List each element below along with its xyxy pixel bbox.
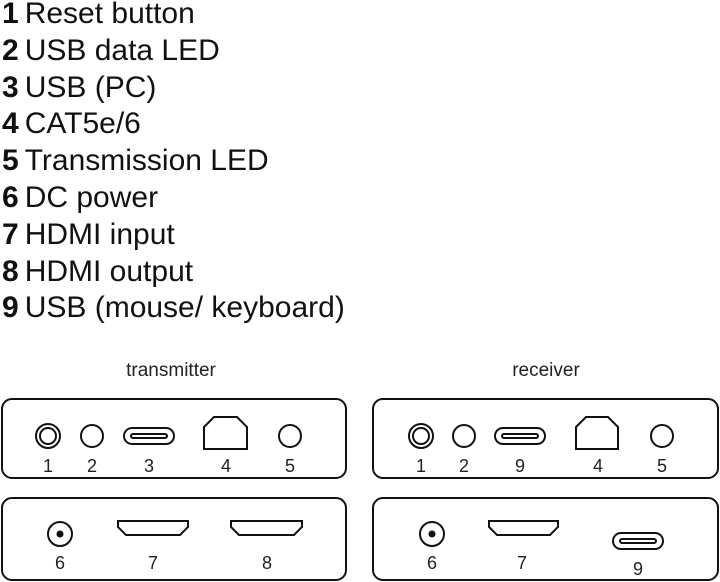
port-label: 6 [55, 553, 65, 573]
legend-text: USB (PC) [24, 70, 157, 104]
dc-power-icon [419, 521, 445, 547]
usb-data-led-icon [452, 424, 476, 448]
port-label: 8 [262, 553, 272, 573]
port-label: 9 [515, 456, 525, 476]
dc-power-icon [47, 521, 73, 547]
usb-c-port-icon [123, 427, 175, 445]
legend-number: 6 [2, 180, 19, 214]
legend-number: 5 [2, 144, 19, 178]
transmission-led-icon [650, 424, 674, 448]
port-label: 6 [427, 553, 437, 573]
reset-button-icon [35, 423, 61, 449]
panel-diagram: transmitter 1 2 3 4 5 6 7 8 receiver 1 2… [1, 360, 719, 581]
rj45-port-icon [203, 416, 248, 450]
port-label: 4 [593, 456, 603, 476]
receiver-back-panel [372, 497, 719, 581]
legend-text: DC power [24, 180, 159, 214]
port-label: 5 [657, 456, 667, 476]
transmission-led-icon [278, 424, 302, 448]
port-label: 3 [144, 456, 154, 476]
port-label: 2 [87, 456, 97, 476]
legend-number: 4 [2, 107, 19, 141]
receiver-front-panel [372, 398, 719, 479]
legend-text: HDMI input [24, 217, 175, 251]
transmitter-front-panel [1, 398, 347, 479]
port-label: 1 [43, 456, 53, 476]
hdmi-input-icon [488, 520, 559, 536]
receiver-title: receiver [512, 360, 580, 381]
transmitter-title: transmitter [126, 360, 216, 381]
legend-number: 1 [2, 0, 19, 30]
transmitter-back-panel [1, 497, 347, 581]
port-label: 5 [285, 456, 295, 476]
hdmi-input-icon [117, 520, 189, 536]
usb-data-led-icon [80, 424, 104, 448]
legend-text: CAT5e/6 [24, 107, 141, 141]
legend-number: 8 [2, 254, 19, 288]
legend-number: 9 [2, 291, 19, 325]
port-label: 9 [633, 559, 643, 579]
legend-text: Transmission LED [24, 144, 269, 178]
port-label: 4 [221, 456, 231, 476]
port-label: 7 [148, 553, 158, 573]
legend-text: USB data LED [24, 33, 220, 67]
port-label: 1 [416, 456, 426, 476]
legend-text: USB (mouse/ keyboard) [24, 291, 345, 325]
port-label: 7 [517, 553, 527, 573]
legend-text: Reset button [24, 0, 195, 30]
port-label: 2 [459, 456, 469, 476]
legend-text: HDMI output [24, 254, 194, 288]
hdmi-output-icon [230, 520, 303, 536]
usb-port-icon [612, 532, 664, 550]
usb-c-port-icon [494, 427, 546, 445]
legend-number: 2 [2, 33, 19, 67]
rj45-port-icon [575, 416, 619, 450]
legend-number: 3 [2, 70, 19, 104]
legend-number: 7 [2, 217, 19, 251]
reset-button-icon [408, 423, 434, 449]
